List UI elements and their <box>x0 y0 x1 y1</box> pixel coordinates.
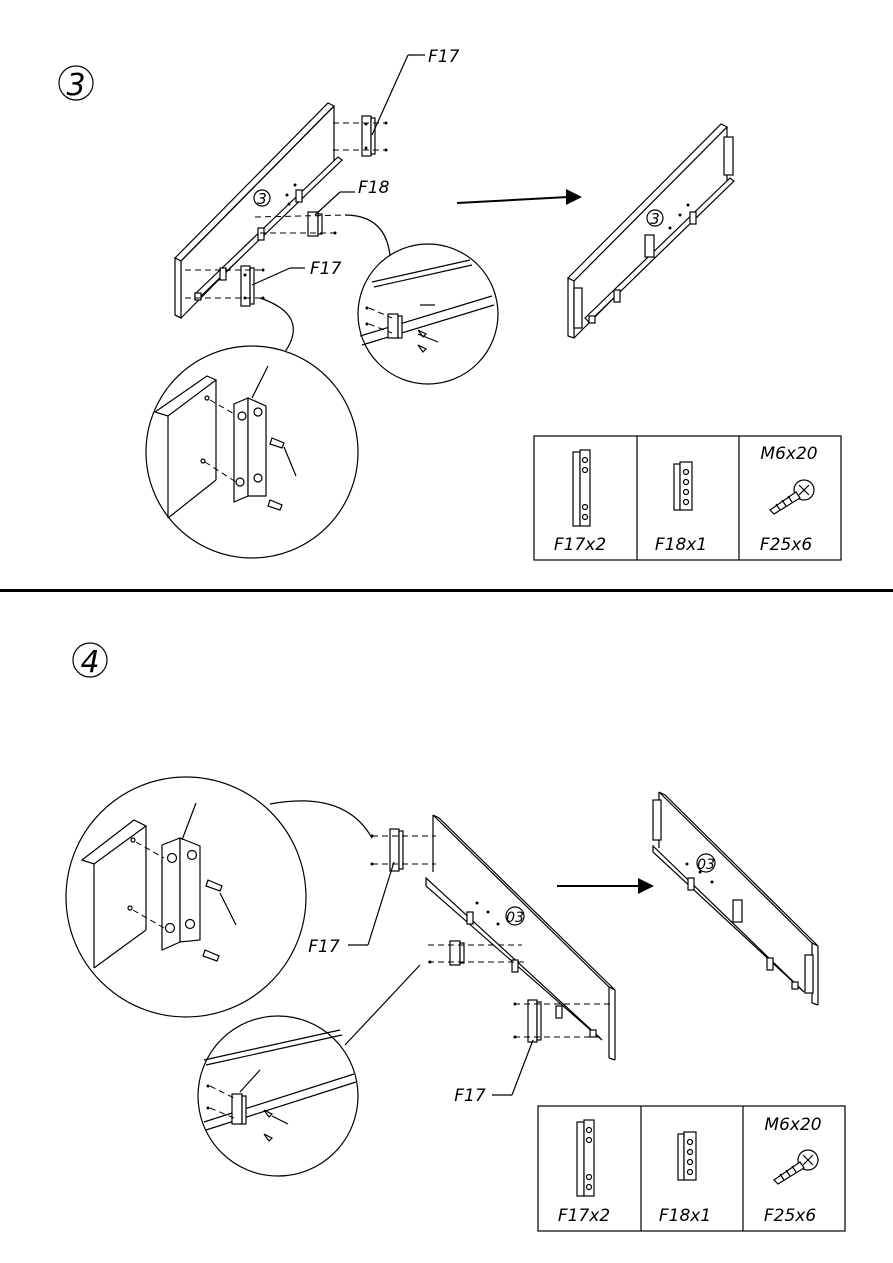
step-3-arrow <box>456 189 582 205</box>
f17-top-bracket <box>333 54 425 157</box>
step-4-f18-bracket <box>428 940 527 966</box>
step-3-circle <box>58 65 94 101</box>
step-3-callout-curve-left <box>259 297 294 353</box>
step-4-f17-left-bracket <box>348 828 436 946</box>
step-4-parts-table <box>537 1105 846 1232</box>
step-3-part-3-label: F25x6 <box>760 535 812 555</box>
step-3-callout-curve-right <box>344 214 391 256</box>
step-3-panel-mark-circle <box>253 189 271 207</box>
step-3-exploded-panel <box>173 102 343 319</box>
step-4-panel-mark-circle <box>505 906 525 926</box>
step-3-panel-mark: 3 <box>257 190 267 208</box>
step-4-exploded-panel <box>425 814 616 1061</box>
step-4-f17-bottom-bracket <box>492 999 610 1096</box>
step-4: 4 03 F17 <box>65 642 846 1232</box>
step-3-result-panel <box>566 123 735 339</box>
step-3-parts-table <box>533 435 842 561</box>
step-4-part-2-label: F18x1 <box>659 1206 711 1226</box>
step-4-circle <box>72 642 108 678</box>
step-4-screw-icon <box>773 1149 819 1185</box>
step-3-detail-large <box>145 345 359 559</box>
step-4-f17-part-icon <box>576 1119 595 1197</box>
step-3-detail-small <box>357 243 499 385</box>
step-3-result-mark-circle <box>646 209 664 227</box>
step-3: 3 3 <box>58 47 842 561</box>
step-3-part-2-label: F18x1 <box>655 535 707 555</box>
step-4-result-panel <box>652 791 819 1006</box>
step-4-detail-small <box>197 1015 359 1177</box>
step-4-callout-curve-top <box>269 800 373 839</box>
step-4-arrow <box>557 878 654 894</box>
step-4-result-mark-circle <box>696 853 716 873</box>
step-4-screw-size: M6x20 <box>764 1115 821 1135</box>
step-4-number: 4 <box>80 645 99 680</box>
f17-part-icon <box>572 449 591 527</box>
step-4-part-3-label: F25x6 <box>764 1206 816 1226</box>
label-f17-left: F17 <box>310 259 342 279</box>
f17-left-bracket <box>185 265 305 307</box>
step-4-detail-large <box>65 776 307 1018</box>
step-3-screw-size: M6x20 <box>760 444 817 464</box>
step-4-label-f17-left: F17 <box>308 937 340 957</box>
screw-icon <box>769 479 815 515</box>
step-4-callout-line-bottom <box>344 964 421 1046</box>
label-f18: F18 <box>358 178 390 198</box>
f18-bracket <box>254 191 355 237</box>
step-3-part-1-label: F17x2 <box>554 535 606 555</box>
f18-part-icon <box>673 461 693 511</box>
step-4-part-1-label: F17x2 <box>558 1206 610 1226</box>
section-divider <box>0 589 893 592</box>
label-f17-top: F17 <box>428 47 460 67</box>
step-4-f18-part-icon <box>677 1131 697 1181</box>
step-3-result-mark: 3 <box>650 210 660 228</box>
step-3-number: 3 <box>66 68 85 103</box>
step-4-result-mark: 03 <box>697 857 715 873</box>
step-4-label-f17-bottom: F17 <box>454 1086 486 1106</box>
step-4-panel-mark: 03 <box>506 910 524 926</box>
